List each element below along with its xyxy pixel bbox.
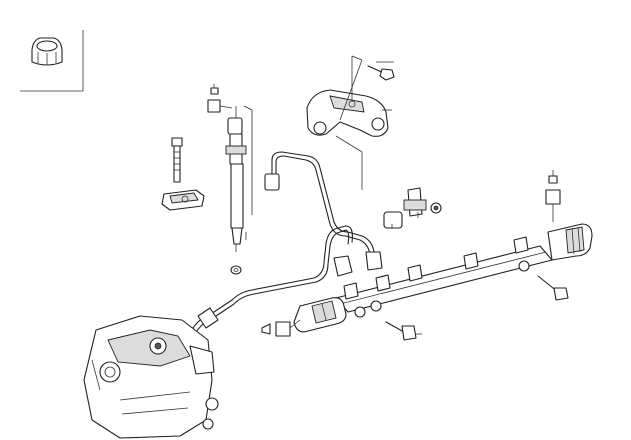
part-911-clip[interactable] bbox=[545, 189, 561, 222]
part-40-bolt[interactable] bbox=[367, 61, 395, 81]
part-901-clip[interactable] bbox=[210, 84, 219, 95]
part-60-sensor[interactable] bbox=[383, 211, 403, 229]
cap-125-icon bbox=[31, 37, 63, 66]
high-pressure-pump[interactable] bbox=[83, 315, 219, 439]
part-917-clip[interactable] bbox=[207, 99, 233, 113]
part-35-bolt-lower[interactable] bbox=[385, 321, 422, 341]
part-904-clip-right[interactable] bbox=[548, 170, 558, 184]
part-912-clip[interactable] bbox=[275, 319, 301, 337]
part-85-clamp[interactable] bbox=[161, 189, 205, 211]
part-30-bracket[interactable] bbox=[306, 55, 392, 190]
part-5-fuel-rail[interactable] bbox=[335, 223, 593, 318]
part-125-inset[interactable] bbox=[20, 30, 84, 92]
part-80-washer[interactable] bbox=[230, 265, 242, 275]
part-rail-sensor[interactable] bbox=[293, 297, 347, 333]
part-45-pipe[interactable] bbox=[264, 151, 383, 271]
part-35-bolt-right[interactable] bbox=[537, 275, 569, 301]
part-904-clip-left[interactable] bbox=[261, 323, 271, 335]
rail-ports bbox=[343, 236, 530, 318]
highlight-box-50 bbox=[251, 242, 306, 295]
part-70-injector[interactable] bbox=[225, 105, 253, 252]
part-55-sensor[interactable] bbox=[403, 187, 427, 218]
part-65-nut[interactable] bbox=[430, 202, 442, 214]
part-50-pipe[interactable] bbox=[185, 225, 353, 343]
part-90-bolt[interactable] bbox=[171, 137, 183, 183]
